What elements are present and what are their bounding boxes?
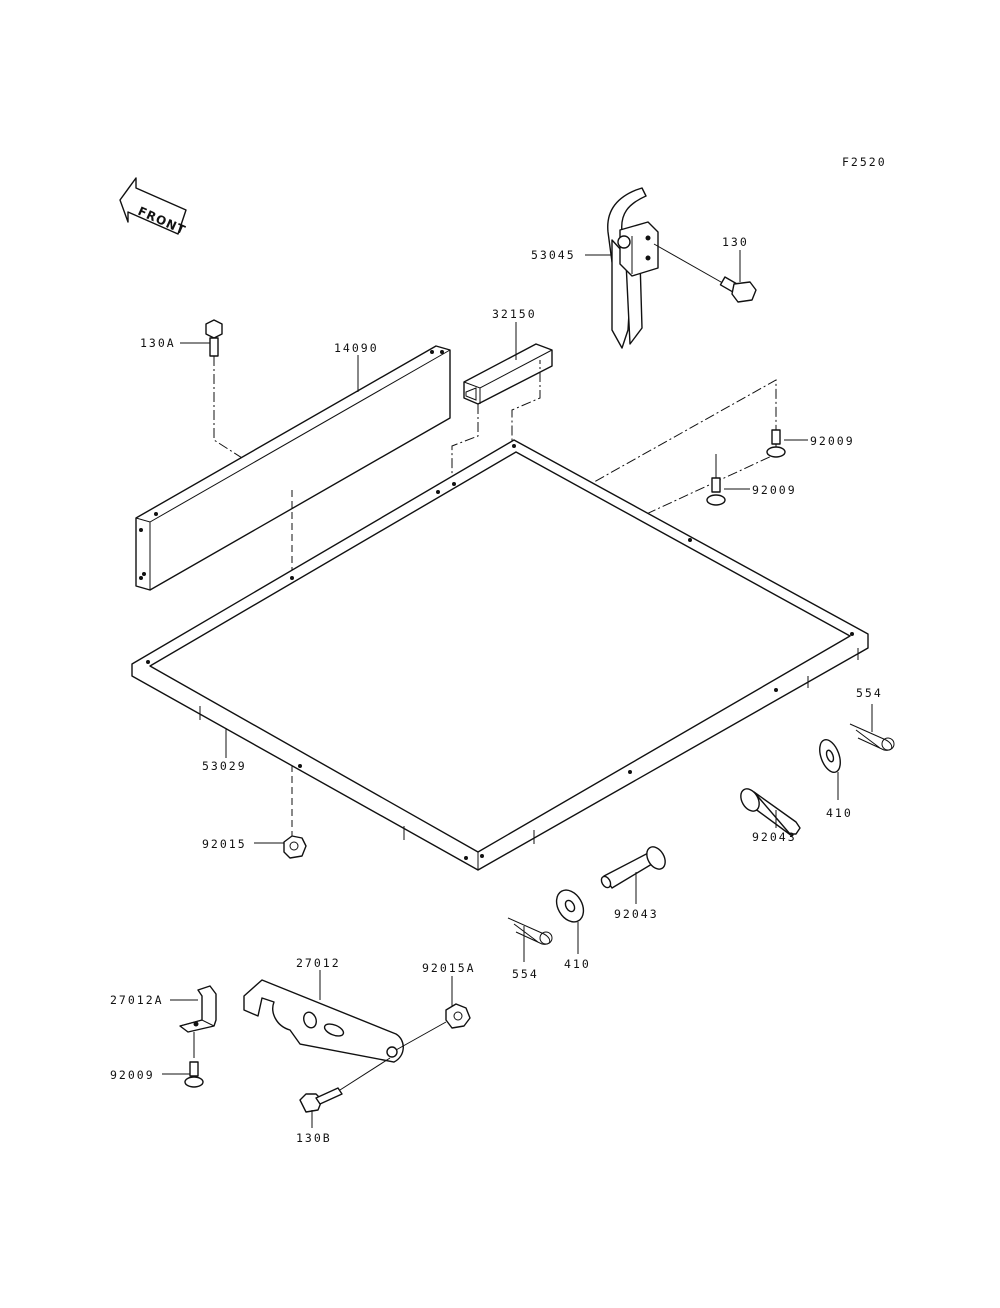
label-53045: 53045 [531, 248, 576, 262]
pin-92043-lower [600, 846, 666, 889]
label-53029: 53029 [202, 759, 247, 773]
channel-32150 [463, 343, 553, 405]
nut-92015 [283, 835, 307, 859]
washer-410-lower [555, 889, 585, 923]
nut-92015A [445, 1003, 471, 1029]
label-554-lower: 554 [512, 967, 539, 981]
label-92043-right: 92043 [752, 830, 797, 844]
pin-92043-right [740, 788, 801, 837]
collar-bolt-92009-upper [766, 429, 786, 458]
label-14090: 14090 [334, 341, 379, 355]
guide-130B [339, 1057, 391, 1091]
guide-32150 [451, 360, 777, 605]
label-410-right: 410 [826, 806, 853, 820]
clip-pin-554-lower [507, 917, 553, 945]
bracket-27012A [179, 985, 217, 1033]
label-92043-lower: 92043 [614, 907, 659, 921]
figure-code: F2520 [842, 155, 887, 169]
bolt-130B [299, 1087, 343, 1113]
label-92009-bottom: 92009 [110, 1068, 155, 1082]
bolt-130 [719, 276, 757, 303]
leader-130-axis [653, 243, 729, 287]
label-92015A: 92015A [422, 961, 476, 975]
collar-bolt-92009-lower [706, 477, 726, 506]
side-board-14090 [135, 345, 451, 591]
washer-410-right [819, 739, 841, 773]
label-130B: 130B [296, 1131, 332, 1145]
guide-92015A [395, 1021, 447, 1051]
label-32150: 32150 [492, 307, 537, 321]
bracket-27012 [243, 979, 404, 1063]
bed-frame-53029 [131, 439, 869, 871]
label-92015: 92015 [202, 837, 247, 851]
front-arrow-icon: FRONT [119, 177, 188, 237]
label-27012A: 27012A [110, 993, 164, 1007]
bolt-130A [205, 319, 223, 357]
collar-bolt-92009-bottom [184, 1061, 204, 1088]
label-410-lower: 410 [564, 957, 591, 971]
label-130A: 130A [140, 336, 176, 350]
label-130: 130 [722, 235, 749, 249]
label-92009-lower: 92009 [752, 483, 797, 497]
label-554-right: 554 [856, 686, 883, 700]
label-92009-upper: 92009 [810, 434, 855, 448]
label-27012: 27012 [296, 956, 341, 970]
clip-pin-554-right [849, 723, 895, 751]
latch-handle-53045 [607, 187, 659, 349]
